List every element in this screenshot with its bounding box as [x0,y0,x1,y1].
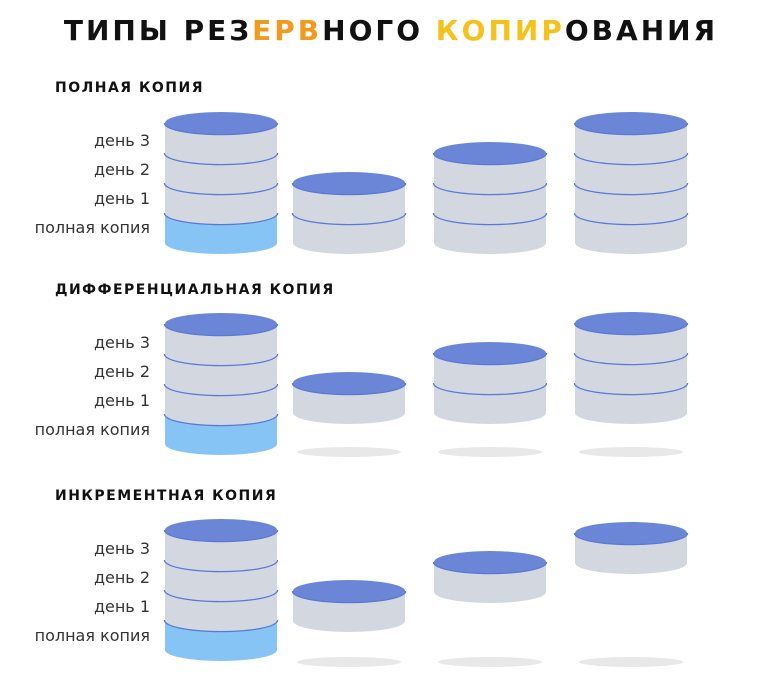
label-day3: день 3 [93,539,150,558]
disk-top [575,112,687,134]
disk-top [434,142,546,164]
disk-shadow [297,447,401,457]
label-day3: день 3 [93,333,150,352]
label-day2: день 2 [93,568,150,587]
label-full-backup: полная копия [34,626,150,645]
disk-stack [291,372,407,424]
disk-shadow [438,447,542,457]
disk-stack [291,172,407,254]
disk-stack [432,551,548,603]
disk-top [293,372,405,394]
page-title: ТИПЫ РЕЗЕРВНОГО КОПИРОВАНИЯ [63,14,719,47]
disk-stack [573,312,689,424]
disk-shadow [579,657,683,667]
disk-top [575,522,687,544]
disk-shadow [438,657,542,667]
disk-top [575,312,687,334]
disk-top [165,313,277,335]
disk-top [293,580,405,602]
disk-top [165,519,277,541]
disk-stack [573,522,689,574]
disk-shadow [297,657,401,667]
section-heading-full: ПОЛНАЯ КОПИЯ [55,80,205,96]
label-day1: день 1 [93,189,150,208]
disk-top [293,172,405,194]
label-day3: день 3 [93,131,150,150]
section-heading-incremental: ИНКРЕМЕНТНАЯ КОПИЯ [55,488,278,504]
disk-stack [163,112,279,254]
disk-stack [432,142,548,254]
disk-stack [573,112,689,254]
label-day2: день 2 [93,160,150,179]
disk-stack [163,519,279,661]
disk-stack [291,580,407,632]
label-full-backup: полная копия [34,420,150,439]
label-day1: день 1 [93,391,150,410]
disk-stack [432,342,548,424]
label-full-backup: полная копия [34,218,150,237]
label-day2: день 2 [93,362,150,381]
disk-top [165,112,277,134]
section-heading-differential: ДИФФЕРЕНЦИАЛЬНАЯ КОПИЯ [55,282,335,298]
disk-top [434,342,546,364]
disk-shadow [579,447,683,457]
label-day1: день 1 [93,597,150,616]
disk-top [434,551,546,573]
disk-stack [163,313,279,455]
